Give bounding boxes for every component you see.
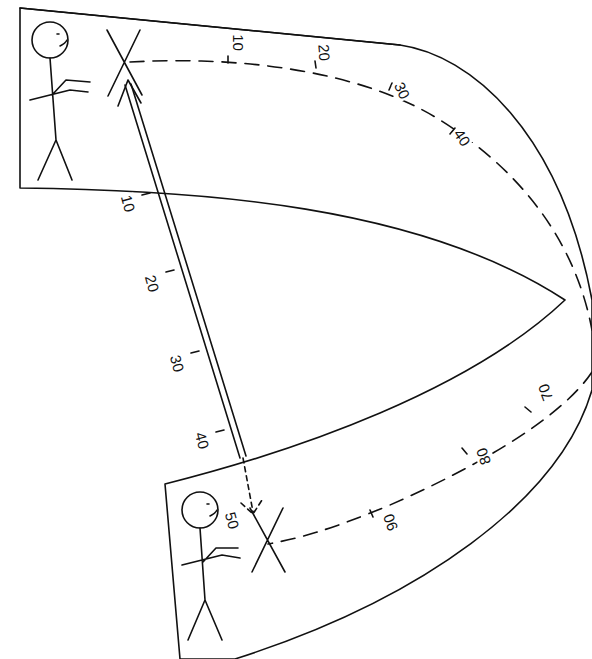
scale-number: 80 [473, 445, 493, 468]
scale-number: 90 [380, 511, 400, 534]
tick [142, 193, 224, 432]
straight-arrow [125, 84, 246, 458]
strip-path [268, 372, 592, 544]
scale-number: 20 [142, 272, 161, 294]
strip-outline [20, 8, 400, 45]
scale-number: 70 [535, 381, 555, 404]
strip-outline [20, 8, 592, 659]
stick-figure [182, 492, 218, 528]
scale-number: 50 [222, 509, 241, 531]
stick-figure [32, 22, 68, 58]
strip-path [130, 61, 592, 330]
scale-number: 20 [316, 42, 333, 62]
scale-number: 30 [167, 352, 186, 374]
scale-number: 40 [192, 429, 211, 451]
x-mark [107, 30, 142, 96]
scale-number: 10 [231, 33, 246, 52]
scale-number: 30 [391, 78, 412, 101]
scale-number: 10 [118, 192, 137, 214]
x-mark [250, 508, 285, 572]
stick-figure [30, 34, 90, 180]
arrow-head [118, 80, 141, 106]
dashed-arrow-tail [241, 458, 262, 514]
tick [228, 56, 531, 517]
